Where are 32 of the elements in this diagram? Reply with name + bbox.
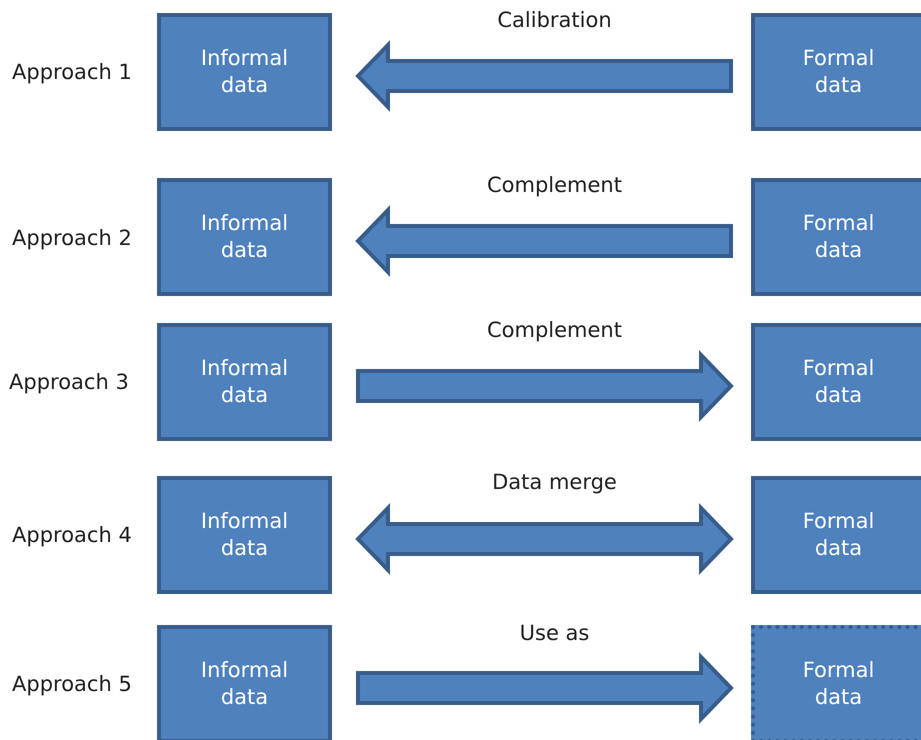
data-box <box>751 476 921 594</box>
box-label: Informal data <box>200 657 290 711</box>
approach-label: Approach 1 <box>12 60 132 84</box>
box-label: Formal data <box>802 657 876 711</box>
data-box <box>751 625 921 740</box>
box-label: Formal data <box>802 45 876 99</box>
data-box <box>751 13 921 131</box>
data-box <box>157 323 332 441</box>
box-label: Informal data <box>200 210 290 264</box>
block-arrow <box>355 40 733 112</box>
approach-label: Approach 4 <box>12 523 132 547</box>
data-box <box>751 178 921 296</box>
box-label: Formal data <box>802 210 876 264</box>
data-box <box>157 178 332 296</box>
box-label: Formal data <box>802 508 876 562</box>
box-label: Informal data <box>200 45 290 99</box>
block-arrow <box>355 205 733 277</box>
block-arrow <box>356 350 734 422</box>
data-box <box>751 323 921 441</box>
edge-label: Complement <box>487 318 622 342</box>
approach-label: Approach 5 <box>12 672 132 696</box>
edge-label: Complement <box>487 173 622 197</box>
block-arrow <box>355 503 734 575</box>
block-arrow <box>356 652 734 724</box>
box-label: Informal data <box>200 355 290 409</box>
approach-label: Approach 3 <box>9 370 129 394</box>
box-label: Informal data <box>200 508 290 562</box>
data-box <box>157 13 332 131</box>
data-box <box>157 625 332 740</box>
approach-label: Approach 2 <box>12 226 132 250</box>
data-box <box>157 476 332 594</box>
box-label: Formal data <box>802 355 876 409</box>
